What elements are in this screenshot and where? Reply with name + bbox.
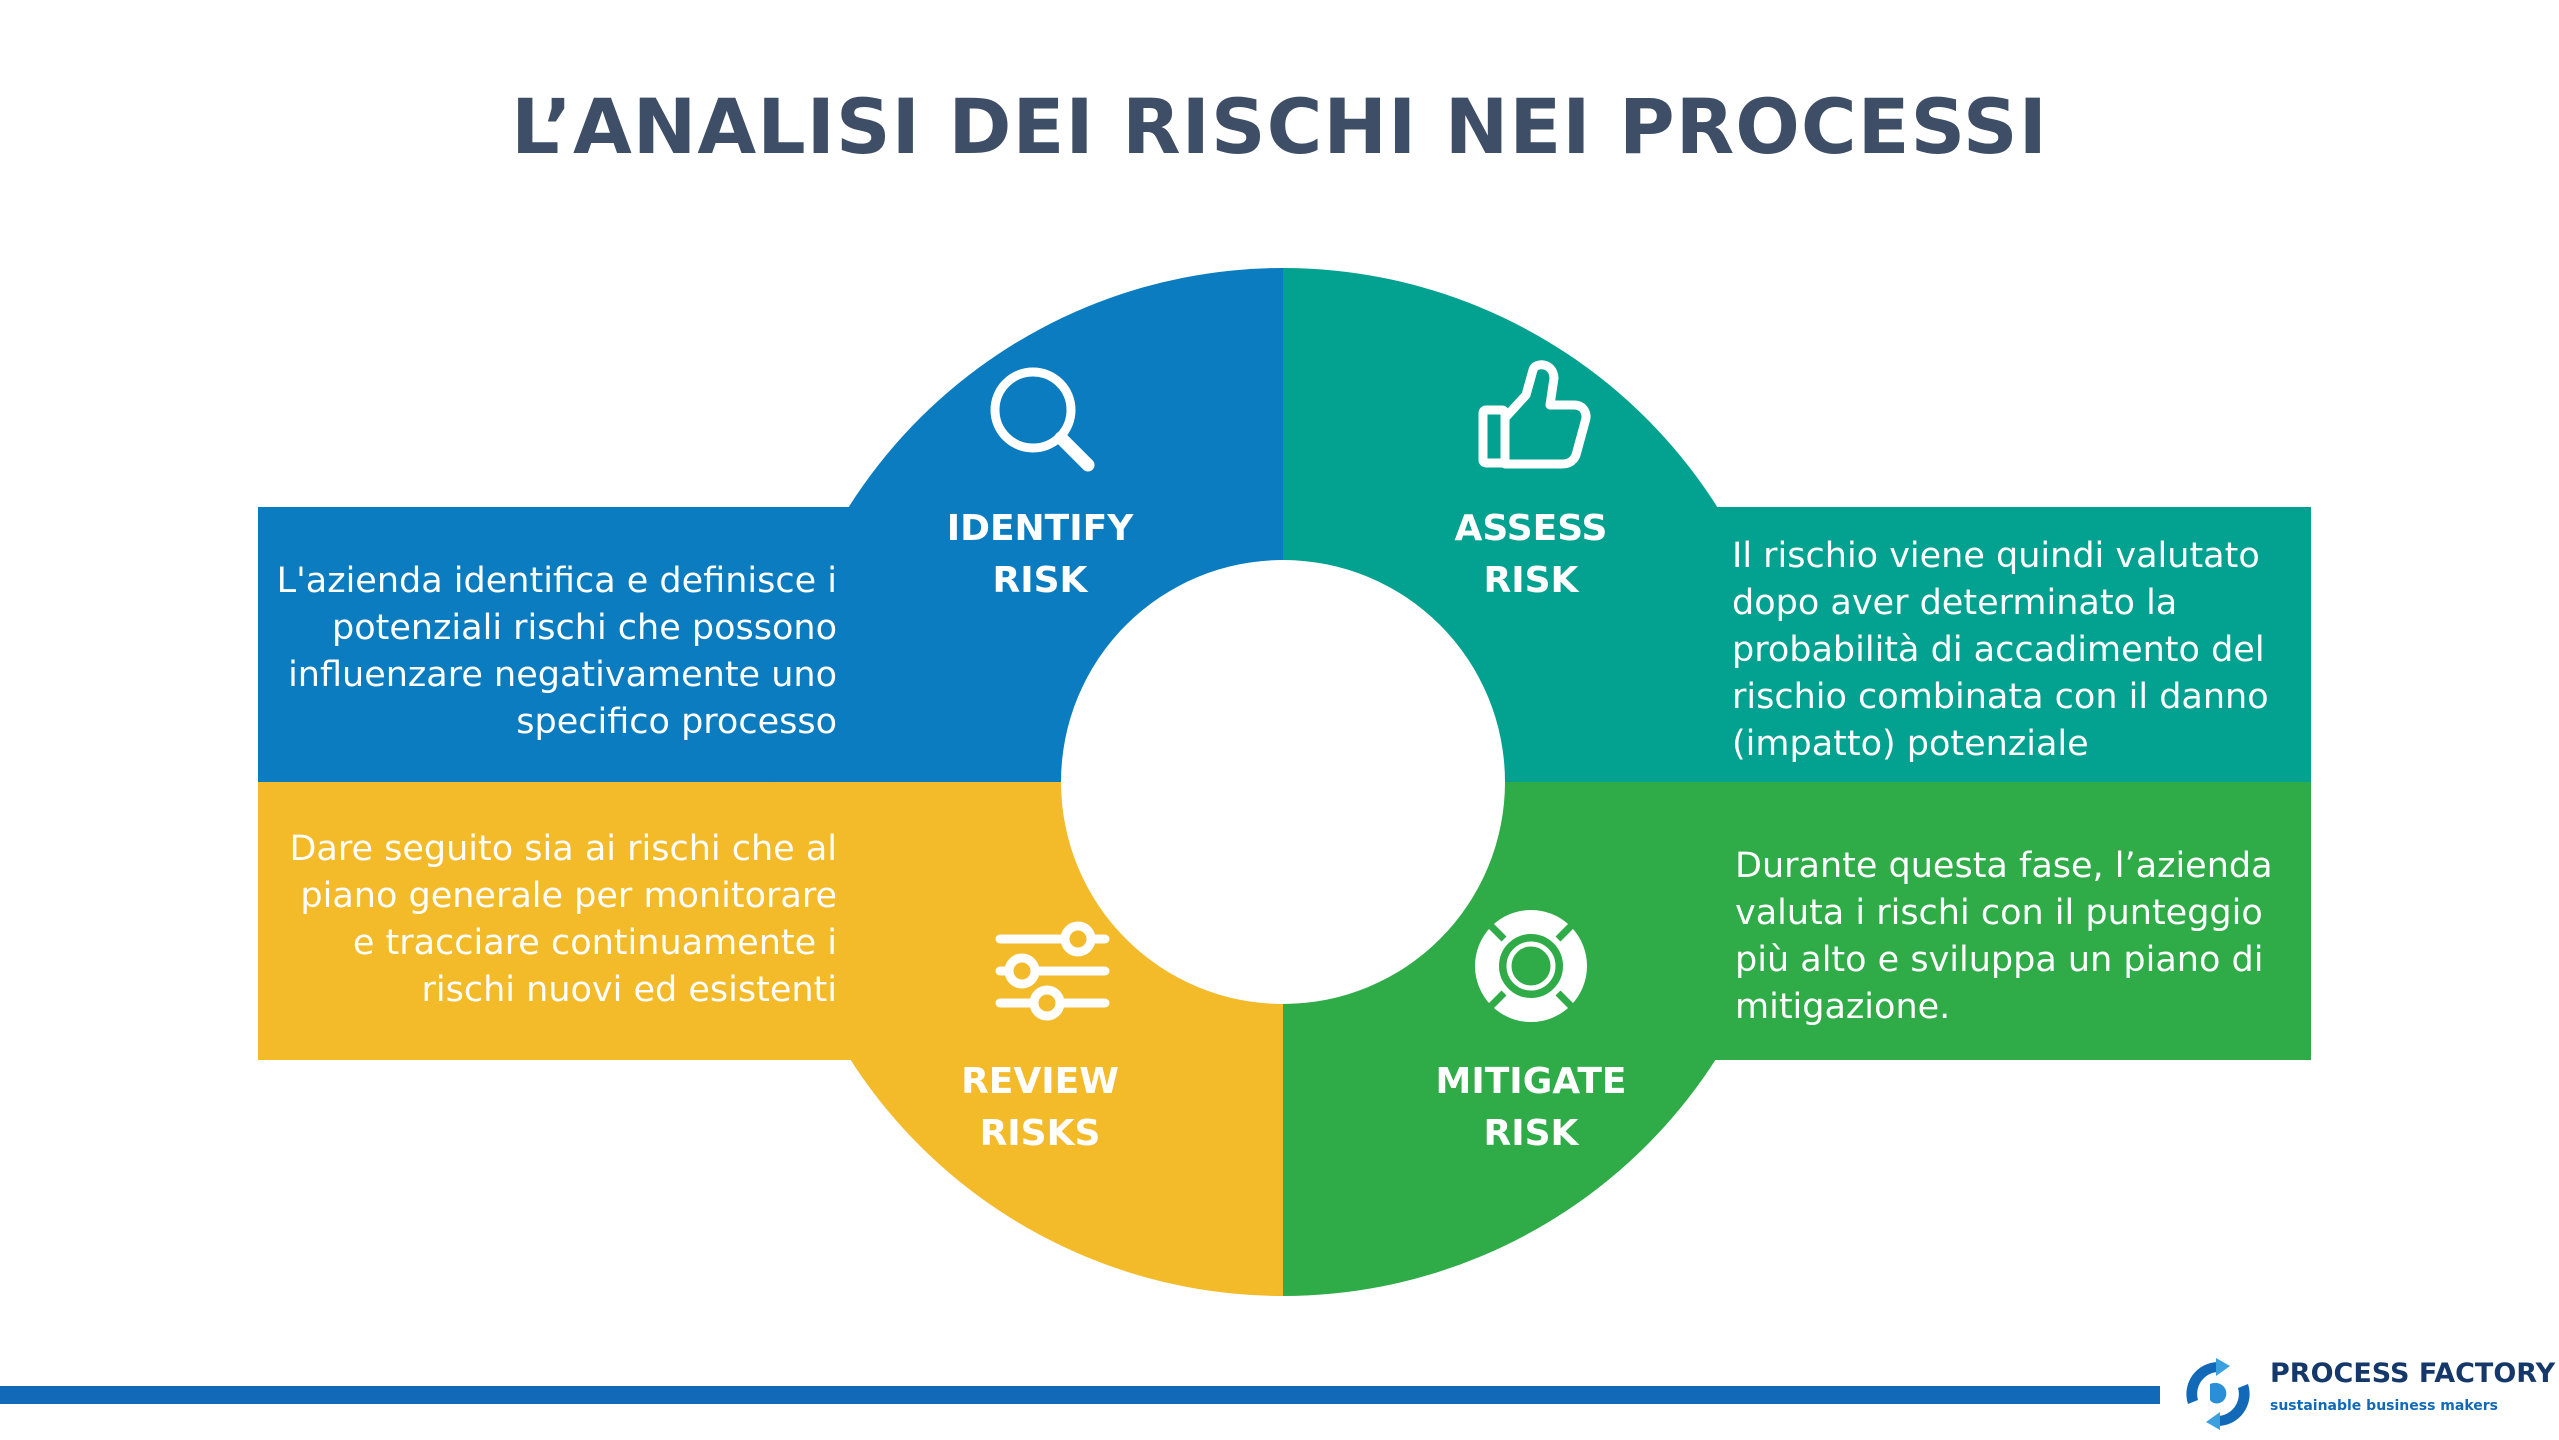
mitigate-desc-line: Durante questa fase, l’azienda (1735, 846, 2273, 886)
assess-desc-line: rischio combinata con il danno (1732, 677, 2269, 717)
identify-description: L'azienda identifica e definisce i poten… (277, 558, 837, 746)
mitigate-description: Durante questa fase, l’azienda valuta i … (1735, 843, 2273, 1031)
label-mitigate-line2: RISK (1483, 1113, 1579, 1154)
label-assess-line1: ASSESS (1454, 508, 1608, 549)
magnifier-icon (990, 367, 1095, 472)
assess-desc-line: (impatto) potenziale (1732, 724, 2089, 764)
assess-desc-line: probabilità di accadimento del (1732, 630, 2265, 670)
mitigate-desc-line: più alto e sviluppa un piano di (1735, 940, 2264, 980)
thumbs-up-icon (1478, 360, 1591, 469)
page-title: L’ANALISI DEI RISCHI NEI PROCESSI (511, 82, 2048, 171)
mitigate-desc-line: mitigazione. (1735, 987, 1951, 1027)
assess-desc-line: dopo aver determinato la (1732, 583, 2178, 623)
assess-desc-line: Il rischio viene quindi valutato (1732, 536, 2260, 576)
label-assess-line2: RISK (1483, 560, 1579, 601)
sliders-icon (995, 921, 1110, 1021)
label-assess: ASSESS RISK (1381, 503, 1681, 607)
mitigate-desc-line: valuta i rischi con il punteggio (1735, 893, 2263, 933)
logo-tagline: sustainable business makers (2270, 1398, 2498, 1414)
process-factory-logo-icon (2186, 1358, 2250, 1430)
identify-desc-line: influenzare negativamente uno (288, 655, 837, 695)
identify-desc-line: L'azienda identifica e definisce i (276, 561, 837, 601)
label-review: REVIEW RISKS (890, 1056, 1190, 1160)
assess-description: Il rischio viene quindi valutato dopo av… (1732, 533, 2269, 768)
review-desc-line: rischi nuovi ed esistenti (421, 970, 837, 1010)
identify-desc-line: specifico processo (516, 702, 837, 742)
review-desc-line: piano generale per monitorare (300, 876, 837, 916)
logo-name: PROCESS FACTORY (2270, 1358, 2556, 1389)
label-mitigate: MITIGATE RISK (1381, 1056, 1681, 1160)
review-desc-line: Dare seguito sia ai rischi che al (289, 829, 837, 869)
label-review-line1: REVIEW (961, 1061, 1119, 1102)
review-description: Dare seguito sia ai rischi che al piano … (289, 826, 837, 1014)
identify-desc-line: potenziali rischi che possono (331, 608, 837, 648)
center-circle (1061, 560, 1505, 1004)
review-desc-line: e tracciare continuamente i (352, 923, 837, 963)
label-identify-line2: RISK (992, 560, 1088, 601)
label-identify: IDENTIFY RISK (890, 503, 1190, 607)
process-factory-logo: PROCESS FACTORY sustainable business mak… (2172, 1354, 2556, 1434)
footer-bar (0, 1386, 2160, 1404)
label-identify-line1: IDENTIFY (946, 508, 1134, 549)
label-mitigate-line1: MITIGATE (1435, 1061, 1627, 1102)
label-review-line2: RISKS (979, 1113, 1101, 1154)
lifebuoy-icon (1475, 910, 1587, 1022)
